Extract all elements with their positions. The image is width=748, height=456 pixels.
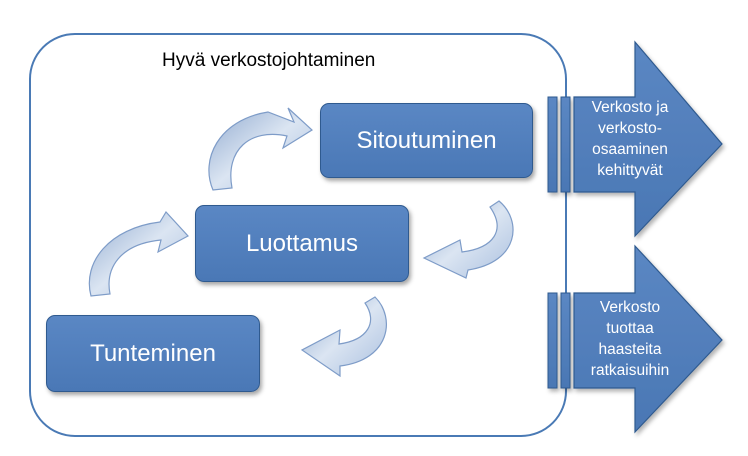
outcome-arrow-bottom (547, 244, 723, 434)
diagram-title: Hyvä verkostojohtaminen (162, 50, 376, 71)
outcome-text-line: osaaminen (592, 141, 668, 158)
outcome-text-line: Verkosto ja (591, 99, 669, 116)
outcome-arrow-top (547, 40, 723, 238)
outcome-text-line: kehittyvät (597, 162, 663, 179)
outcome-arrow-bottom-text: Verkosto tuottaa haasteita ratkaisuihin (575, 297, 685, 381)
outcome-text-line: verkosto- (598, 120, 662, 137)
sitoutuminen-box: Sitoutuminen (320, 103, 533, 178)
luottamus-box: Luottamus (195, 205, 409, 282)
tunteminen-box: Tunteminen (46, 315, 260, 392)
outcome-text-line: haasteita (598, 341, 662, 358)
outcome-text-line: Verkosto (599, 299, 661, 316)
curved-arrow-sitoutuminen-to-luottamus (422, 200, 514, 279)
curved-arrow-tunteminen-to-luottamus (88, 211, 189, 297)
curved-arrow-luottamus-to-sitoutuminen (208, 107, 313, 191)
outcome-arrow-top-text: Verkosto ja verkosto- osaaminen kehittyv… (575, 97, 685, 181)
outcome-text-line: ratkaisuihin (590, 362, 670, 379)
curved-arrow-luottamus-to-tunteminen (300, 296, 387, 378)
outcome-text-line: tuottaa (606, 320, 654, 337)
